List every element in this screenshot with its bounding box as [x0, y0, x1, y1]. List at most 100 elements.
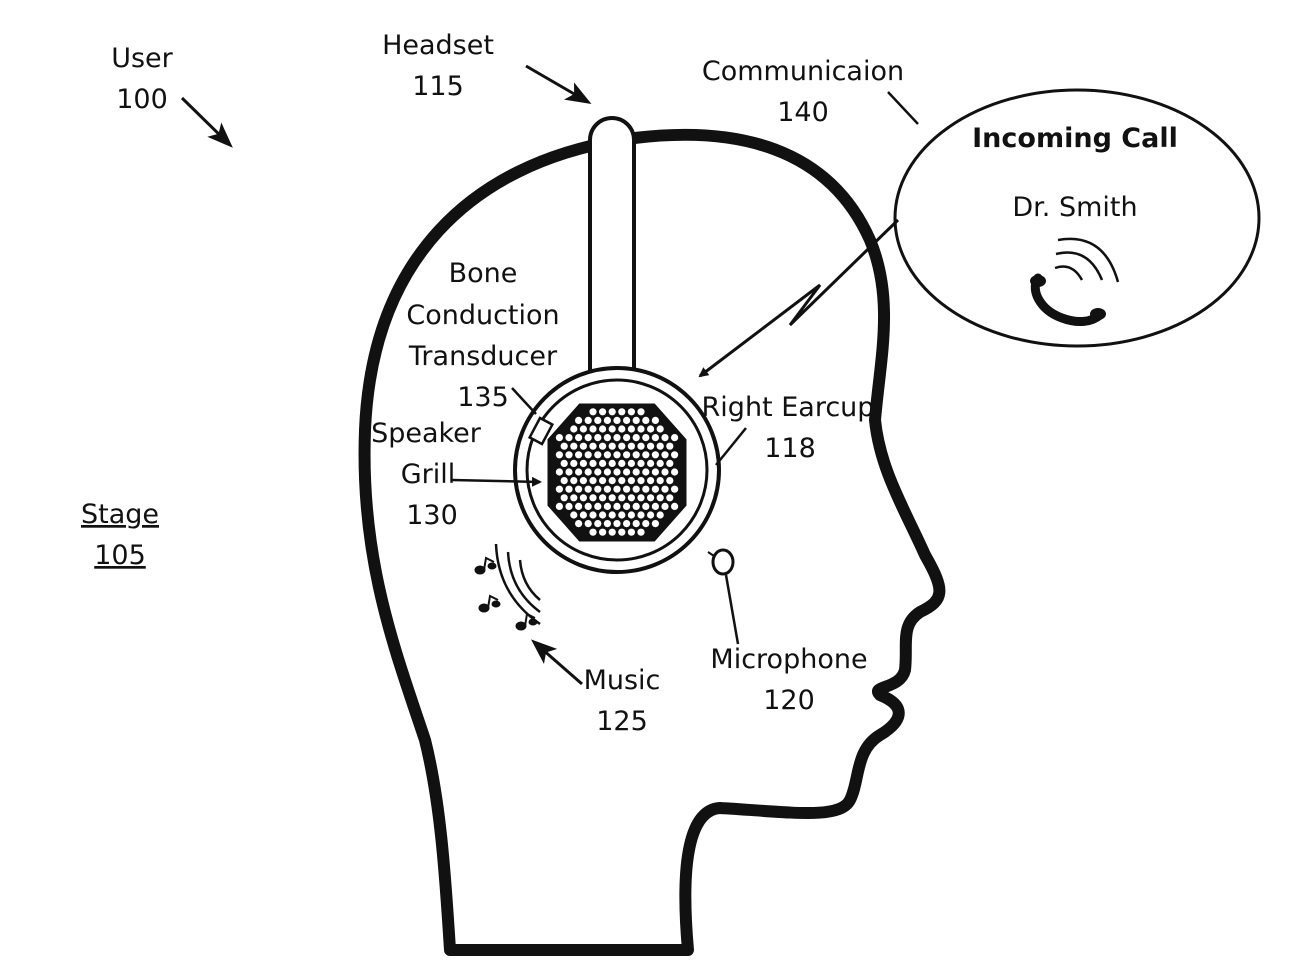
grill-hole	[642, 502, 650, 510]
headset-number: 115	[412, 71, 464, 102]
speaker-label-line2: Grill	[401, 459, 456, 490]
grill-hole	[642, 468, 650, 476]
grill-hole	[623, 468, 631, 476]
grill-hole	[632, 520, 640, 528]
grill-hole	[642, 416, 650, 424]
headset-pointer	[525, 64, 592, 105]
grill-hole	[608, 511, 616, 519]
grill-hole	[651, 416, 660, 424]
grill-hole	[599, 494, 607, 502]
grill-hole	[579, 477, 588, 485]
grill-hole	[627, 511, 636, 519]
communication-number: 140	[777, 97, 829, 128]
grill-hole	[565, 468, 573, 476]
grill-hole	[618, 494, 626, 502]
grill-hole	[651, 468, 660, 476]
grill-hole	[594, 485, 602, 493]
grill-hole	[618, 528, 626, 536]
bone-label-line2: Conduction	[406, 300, 559, 331]
grill-hole	[656, 511, 664, 519]
microphone-leader	[724, 574, 740, 645]
stage-label: Stage	[81, 499, 159, 530]
grill-hole	[647, 459, 655, 467]
bone-conduction-transducer	[527, 416, 555, 446]
grill-hole	[647, 425, 655, 433]
grill-hole	[637, 511, 645, 519]
grill-hole	[627, 425, 636, 433]
grill-hole	[584, 520, 592, 528]
caller-name: Dr. Smith	[1012, 192, 1137, 223]
grill-hole	[637, 408, 645, 416]
communication-label: Communicaion	[702, 56, 904, 87]
grill-hole	[651, 434, 660, 442]
grill-hole	[603, 416, 612, 424]
grill-hole	[575, 468, 583, 476]
communication-leader	[887, 91, 919, 125]
grill-hole	[575, 434, 583, 442]
grill-hole	[565, 502, 573, 510]
grill-hole	[661, 485, 669, 493]
grill-hole	[623, 451, 631, 459]
microphone-label: Microphone	[710, 644, 867, 675]
grill-hole	[637, 442, 645, 450]
grill-hole	[555, 485, 564, 493]
grill-hole	[623, 520, 631, 528]
grill-hole	[623, 416, 631, 424]
grill-hole	[594, 468, 602, 476]
grill-hole	[651, 451, 660, 459]
grill-hole	[647, 477, 655, 485]
grill-hole	[599, 511, 607, 519]
grill-hole	[627, 528, 636, 536]
grill-hole	[642, 434, 650, 442]
grill-hole	[560, 442, 568, 450]
earcup-leader	[715, 427, 747, 466]
grill-hole	[589, 442, 597, 450]
grill-hole	[560, 494, 568, 502]
grill-hole	[603, 485, 612, 493]
grill-hole	[647, 442, 655, 450]
communication-bubble	[893, 88, 1261, 348]
grill-hole	[565, 451, 573, 459]
grill-hole	[575, 520, 583, 528]
grill-hole	[627, 442, 636, 450]
grill-hole	[623, 485, 631, 493]
grill-hole	[608, 425, 616, 433]
grill-hole	[618, 459, 626, 467]
grill-hole	[632, 451, 640, 459]
grill-hole	[671, 502, 679, 510]
grill-hole	[608, 442, 616, 450]
grill-hole	[613, 434, 621, 442]
grill-hole	[632, 416, 640, 424]
grill-hole	[608, 408, 616, 416]
grill-hole	[584, 451, 592, 459]
grill-hole	[637, 528, 645, 536]
grill-holes	[555, 408, 679, 536]
grill-hole	[637, 459, 645, 467]
grill-hole	[555, 468, 564, 476]
grill-hole	[656, 459, 664, 467]
grill-hole	[656, 442, 664, 450]
grill-hole	[671, 451, 679, 459]
grill-hole	[661, 468, 669, 476]
grill-hole	[637, 425, 645, 433]
grill-hole	[584, 485, 592, 493]
grill-hole	[579, 494, 588, 502]
grill-hole	[570, 425, 578, 433]
grill-hole	[560, 477, 568, 485]
incoming-call-title: Incoming Call	[972, 123, 1178, 154]
grill-hole	[579, 511, 588, 519]
grill-hole	[575, 485, 583, 493]
sound-waves	[494, 543, 541, 626]
grill-hole	[613, 416, 621, 424]
grill-hole	[642, 485, 650, 493]
grill-hole	[560, 459, 568, 467]
bone-leader	[511, 387, 537, 415]
grill-hole	[613, 485, 621, 493]
music-pointer	[530, 639, 583, 686]
grill-hole	[584, 434, 592, 442]
grill-hole	[589, 494, 597, 502]
grill-hole	[661, 434, 669, 442]
music-note-icon	[474, 556, 538, 631]
grill-hole	[599, 408, 607, 416]
